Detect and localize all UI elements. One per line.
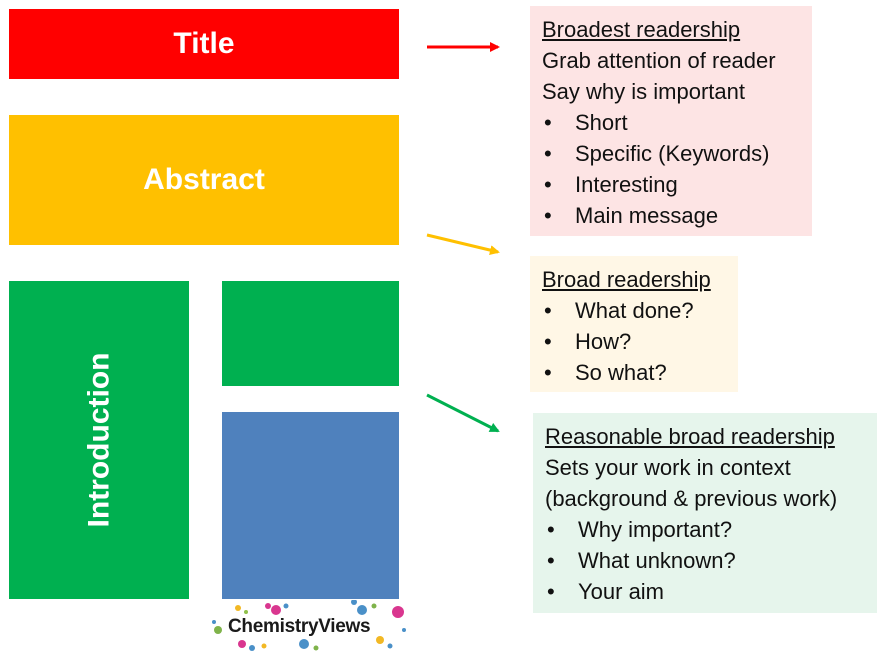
abstract-callout-bullets: What done? How? So what? [542, 295, 728, 388]
arrow-to-abstract-callout [426, 233, 500, 255]
bullet-item: Specific (Keywords) [542, 138, 802, 169]
title-callout-heading: Broadest readership [542, 17, 741, 42]
introduction-block: Introduction [9, 281, 189, 599]
title-callout-bullets: Short Specific (Keywords) Interesting Ma… [542, 107, 802, 231]
bullet-item: Main message [542, 200, 802, 231]
title-block-label: Title [173, 27, 235, 60]
introduction-callout-heading: Reasonable broad readership [545, 424, 835, 449]
arrow-to-introduction-callout [426, 393, 500, 433]
bullet-item: Your aim [545, 576, 867, 607]
logo-dots-icon [212, 600, 406, 651]
abstract-callout: Broad readership What done? How? So what… [530, 256, 738, 392]
title-callout-line-2: Say why is important [542, 79, 745, 104]
introduction-callout-bullets: Why important? What unknown? Your aim [545, 514, 867, 607]
introduction-callout: Reasonable broad readership Sets your wo… [533, 413, 877, 613]
introduction-callout-line-2: (background & previous work) [545, 486, 838, 511]
bullet-item: How? [542, 326, 728, 357]
small-green-block [222, 281, 399, 386]
logo-text: ChemistryViews [228, 616, 371, 637]
bullet-item: Short [542, 107, 802, 138]
title-callout: Broadest readership Grab attention of re… [530, 6, 812, 236]
bullet-item: So what? [542, 357, 728, 388]
bullet-item: Interesting [542, 169, 802, 200]
blue-block [222, 412, 399, 599]
introduction-block-label: Introduction [82, 352, 115, 528]
abstract-block: Abstract [9, 115, 399, 245]
title-callout-line-1: Grab attention of reader [542, 48, 776, 73]
abstract-block-label: Abstract [143, 163, 265, 196]
abstract-callout-heading: Broad readership [542, 267, 711, 292]
bullet-item: What unknown? [545, 545, 867, 576]
chemistryviews-logo: ChemistryViews [208, 600, 413, 655]
bullet-item: Why important? [545, 514, 867, 545]
introduction-callout-line-1: Sets your work in context [545, 455, 791, 480]
bullet-item: What done? [542, 295, 728, 326]
title-block: Title [9, 9, 399, 79]
